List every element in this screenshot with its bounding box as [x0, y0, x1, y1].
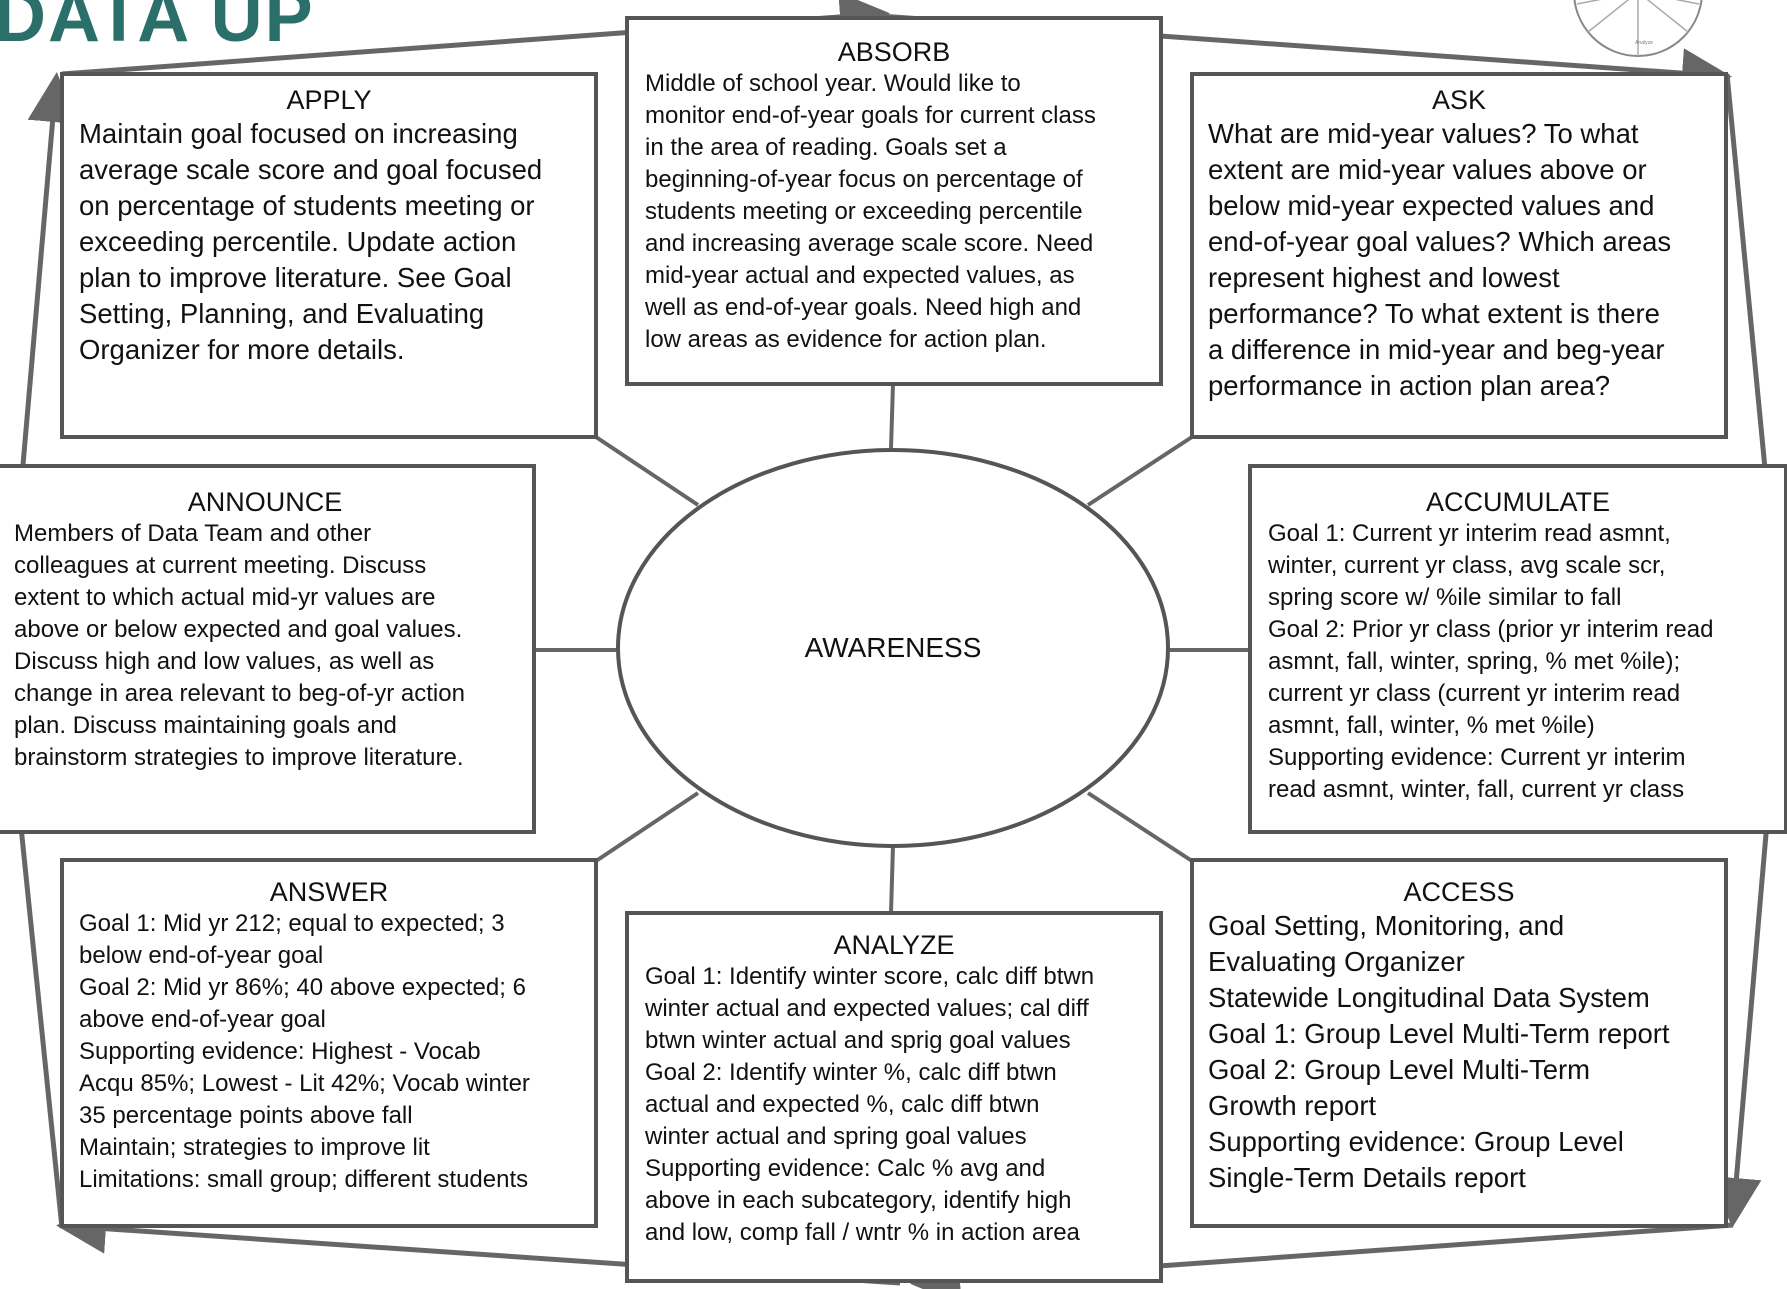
- apply-title: APPLY: [286, 85, 372, 115]
- access-text: Goal Setting, Monitoring, and Evaluating…: [1208, 909, 1670, 1193]
- announce-title: ANNOUNCE: [187, 487, 343, 517]
- accumulate-box: ACCUMULATE Goal 1: Current yr interim re…: [1248, 464, 1787, 834]
- announce-box: ANNOUNCE Members of Data Team and other …: [0, 464, 536, 834]
- apply-box: APPLY Maintain goal focused on increasin…: [60, 72, 598, 439]
- answer-text: Goal 1: Mid yr 212; equal to expected; 3…: [79, 909, 530, 1193]
- spoke-answer: [594, 791, 700, 863]
- access-title: ACCESS: [1403, 877, 1515, 907]
- spoke-apply: [594, 435, 700, 507]
- ask-box: ASK What are mid-year values? To what ex…: [1190, 72, 1728, 439]
- spoke-analyze: [889, 845, 895, 913]
- ask-title: ASK: [1431, 85, 1487, 115]
- mini-wheel-icon: Analyze: [1573, 0, 1703, 57]
- answer-title: ANSWER: [269, 877, 389, 907]
- apply-text: Maintain goal focused on increasing aver…: [79, 117, 543, 365]
- answer-box: ANSWER Goal 1: Mid yr 212; equal to expe…: [60, 858, 598, 1228]
- announce-text: Members of Data Team and other colleague…: [14, 519, 465, 771]
- data-up-logo: DATA UP: [0, 0, 315, 57]
- awareness-label: AWARENESS: [804, 632, 982, 663]
- absorb-title: ABSORB: [837, 37, 951, 67]
- accumulate-title: ACCUMULATE: [1425, 487, 1611, 517]
- analyze-text: Goal 1: Identify winter score, calc diff…: [645, 962, 1095, 1246]
- absorb-text: Middle of school year. Would like to mon…: [645, 69, 1096, 353]
- spoke-access: [1086, 791, 1194, 863]
- spoke-ask: [1086, 435, 1194, 507]
- awareness-ellipse: [616, 448, 1170, 848]
- mini-wheel-label: Analyze: [1635, 40, 1653, 46]
- spoke-absorb: [889, 383, 895, 449]
- ask-text: What are mid-year values? To what extent…: [1208, 117, 1672, 401]
- accumulate-text: Goal 1: Current yr interim read asmnt, w…: [1268, 519, 1714, 803]
- spoke-lines: [535, 383, 1250, 913]
- absorb-box: ABSORB Middle of school year. Would like…: [625, 16, 1163, 386]
- analyze-box: ANALYZE Goal 1: Identify winter score, c…: [625, 911, 1163, 1283]
- analyze-title: ANALYZE: [833, 930, 955, 960]
- access-box: ACCESS Goal Setting, Monitoring, and Eva…: [1190, 858, 1728, 1228]
